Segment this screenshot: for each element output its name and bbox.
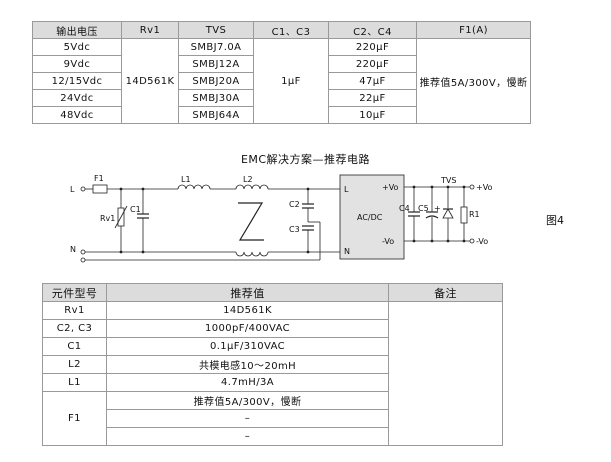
module-pin-n: N bbox=[344, 247, 350, 256]
value-cell: 1000pF/400VAC bbox=[106, 319, 389, 338]
part-cell: L1 bbox=[42, 373, 107, 392]
value-cell: 4.7mH/3A bbox=[106, 373, 389, 392]
table-row: 48Vdc SMBJ64A 10μF bbox=[32, 106, 531, 124]
voltage-cell: 48Vdc bbox=[32, 106, 122, 124]
label-r1: R1 bbox=[469, 210, 480, 219]
table-header-row: 元件型号 推荐值 备注 bbox=[42, 283, 503, 302]
choke-core bbox=[238, 202, 264, 241]
label-rv1: Rv1 bbox=[100, 214, 115, 223]
c2c4-cell: 10μF bbox=[328, 106, 417, 124]
l-terminal bbox=[80, 186, 86, 192]
choke-l2-top bbox=[235, 184, 269, 190]
value-cell: 14D561K bbox=[106, 301, 389, 320]
module-pin-vo-minus: -Vo bbox=[382, 237, 394, 246]
circuit-title: EMC解决方案—推荐电路 bbox=[240, 153, 371, 166]
header-f1: F1(A) bbox=[416, 21, 531, 39]
label-tvs: TVS bbox=[440, 176, 456, 185]
label-l2: L2 bbox=[243, 175, 253, 184]
ac-dc-module bbox=[339, 174, 405, 260]
header-output-voltage: 输出电压 bbox=[32, 21, 122, 39]
label-out-minus: -Vo bbox=[476, 237, 488, 246]
part-cell: L2 bbox=[42, 355, 107, 374]
table-row: – bbox=[43, 427, 503, 446]
component-table: 元件型号 推荐值 备注 Rv1 14D561K C2, C3 1000pF/40… bbox=[42, 283, 503, 446]
header-rv1: Rv1 bbox=[121, 21, 179, 39]
remark-cell bbox=[388, 301, 503, 446]
part-cell: Rv1 bbox=[42, 301, 107, 320]
output-voltage-table: 输出电压 Rv1 TVS C1、C3 C2、C4 F1(A) 5Vdc 14D5… bbox=[32, 21, 531, 124]
header-c2-c4: C2、C4 bbox=[328, 21, 417, 39]
c2c4-cell: 220μF bbox=[328, 55, 417, 73]
value-cell: 0.1μF/310VAC bbox=[106, 337, 389, 356]
table-row: 9Vdc SMBJ12A 220μF bbox=[32, 55, 531, 73]
table-row: F1 推荐值5A/300V，慢断 bbox=[42, 391, 503, 446]
table-row: L1 4.7mH/3A bbox=[42, 373, 503, 392]
choke-l2-bottom bbox=[235, 251, 269, 257]
header-remark: 备注 bbox=[388, 283, 503, 302]
table-row: L2 共模电感10～20mH bbox=[42, 355, 503, 374]
header-part: 元件型号 bbox=[42, 283, 107, 302]
label-c2: C2 bbox=[289, 200, 300, 209]
label-c4: C4 bbox=[399, 204, 410, 213]
earth-terminal bbox=[80, 257, 86, 263]
table-row: 24Vdc SMBJ30A 22μF bbox=[32, 89, 531, 107]
value-cell: 共模电感10～20mH bbox=[106, 355, 389, 374]
label-c3: C3 bbox=[289, 225, 300, 234]
module-label: AC/DC bbox=[357, 213, 383, 222]
header-value: 推荐值 bbox=[106, 283, 389, 302]
part-cell: C2, C3 bbox=[42, 319, 107, 338]
figure-label: 图4 bbox=[546, 214, 564, 227]
module-pin-l: L bbox=[344, 185, 349, 194]
resistor-r1 bbox=[460, 206, 468, 224]
label-f1: F1 bbox=[94, 174, 104, 183]
module-pin-vo-plus: +Vo bbox=[382, 183, 399, 192]
part-cell: C1 bbox=[42, 337, 107, 356]
label-n: N bbox=[70, 245, 76, 254]
value-cell: – bbox=[106, 409, 389, 428]
value-cell: 推荐值5A/300V，慢断 bbox=[106, 391, 389, 410]
label-c1: C1 bbox=[130, 205, 141, 214]
n-terminal bbox=[80, 249, 86, 255]
fuse-f1 bbox=[92, 184, 108, 194]
tvs-diode bbox=[442, 208, 454, 219]
inductor-l1 bbox=[177, 184, 211, 190]
label-c5-plus: + bbox=[434, 204, 441, 213]
rv1-cell: 14D561K bbox=[121, 38, 179, 124]
part-cell-f1: F1 bbox=[42, 391, 107, 446]
label-out-plus: +Vo bbox=[476, 183, 493, 192]
label-l1: L1 bbox=[181, 175, 191, 184]
label-c5: C5 bbox=[418, 204, 429, 213]
f1-cell: 推荐值5A/300V，慢断 bbox=[416, 38, 531, 124]
tvs-cell: SMBJ64A bbox=[178, 106, 254, 124]
label-l: L bbox=[70, 185, 75, 194]
value-cell: – bbox=[106, 427, 389, 446]
table-row: Rv1 14D561K bbox=[42, 301, 503, 446]
c1c3-cell: 1μF bbox=[253, 38, 329, 124]
output-minus-terminal bbox=[469, 238, 475, 244]
output-plus-terminal bbox=[469, 184, 475, 190]
